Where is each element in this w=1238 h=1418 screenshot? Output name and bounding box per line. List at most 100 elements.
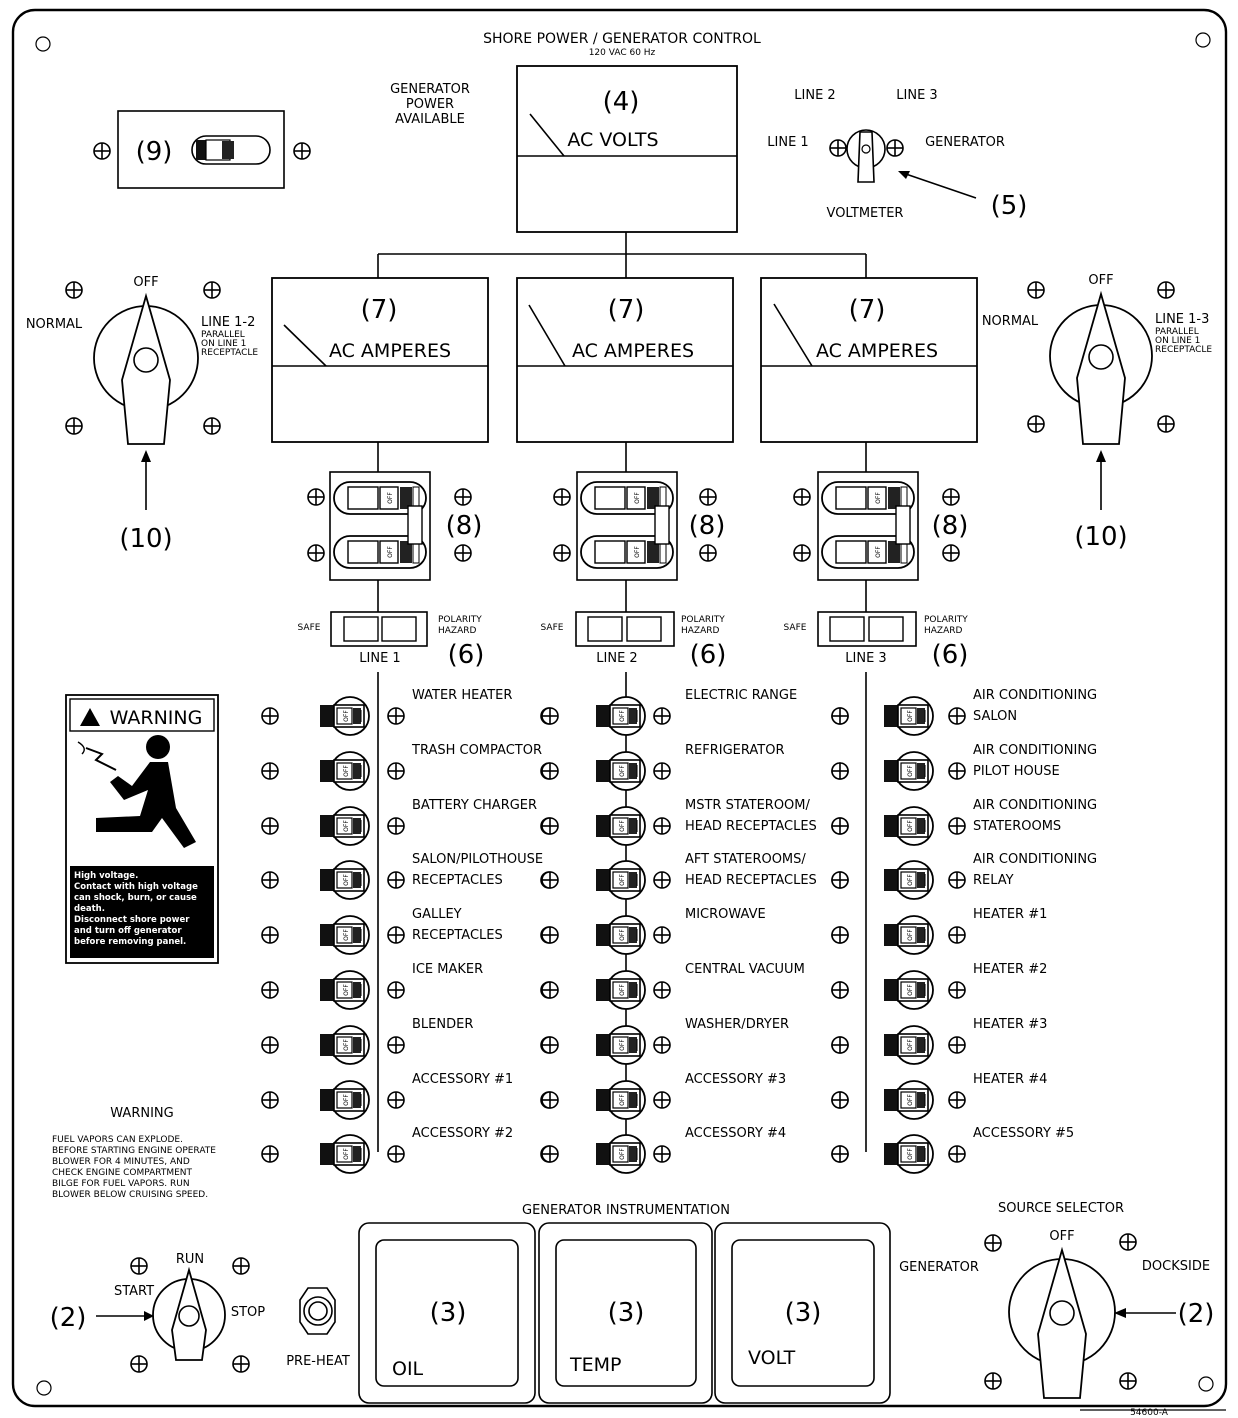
screw [541, 762, 559, 780]
warning-triangle-icon [80, 708, 100, 726]
screw [831, 1091, 849, 1109]
screw [831, 926, 849, 944]
right-sel-parallel-3: RECEPTACLE [1155, 345, 1212, 355]
circuit-label-line2: PILOT HOUSE [973, 764, 1060, 779]
polarity-hazard-1: POLARITY [438, 615, 482, 625]
circuit-label: MICROWAVE [685, 907, 766, 922]
callout-6: (6) [690, 640, 727, 670]
ammeter-line1: (7) AC AMPERES [271, 277, 489, 443]
callout-3: (3) [785, 1298, 822, 1328]
screw [387, 1145, 405, 1163]
circuit-label: ACCESSORY #4 [685, 1126, 786, 1141]
high-voltage-warning-label: WARNING High voltage. Contact with high … [65, 694, 219, 964]
screw [387, 762, 405, 780]
circuit-label: HEATER #1 [973, 907, 1047, 922]
left-sel-parallel-3: RECEPTACLE [201, 348, 258, 358]
instrumentation-title: GENERATOR INSTRUMENTATION [522, 1203, 730, 1218]
main-breaker-line2[interactable]: (8) [553, 442, 725, 612]
preheat-button[interactable]: PRE-HEAT [286, 1287, 350, 1369]
right-sel-parallel-1: PARALLEL [1155, 327, 1199, 337]
screw [948, 926, 966, 944]
circuit-label: AFT STATEROOMS/ [685, 852, 806, 867]
circuit-label-line2: HEAD RECEPTACLES [685, 873, 817, 888]
line-label-3: LINE 3 [845, 651, 886, 666]
right-line-selector[interactable]: OFF NORMAL LINE 1-3 PARALLEL ON LINE 1 R… [982, 273, 1213, 552]
line-label-2: LINE 2 [596, 651, 637, 666]
screw [541, 871, 559, 889]
screw [831, 707, 849, 725]
main-breaker-line3[interactable]: (8) [793, 442, 969, 612]
circuit-label-line2: RECEPTACLES [412, 873, 503, 888]
fuel-warning-2: BEFORE STARTING ENGINE OPERATE [52, 1146, 216, 1156]
warning-body-4: death. [74, 904, 105, 914]
screw [541, 926, 559, 944]
screw [261, 707, 279, 725]
fuel-warning-title: WARNING [110, 1106, 173, 1121]
screw [261, 981, 279, 999]
gen-stop: STOP [231, 1305, 265, 1320]
polarity-indicator-line1: SAFE POLARITY HAZARD (6) LINE 1 [298, 611, 485, 670]
screw [948, 707, 966, 725]
callout-6: (6) [932, 640, 969, 670]
panel-subtitle: 120 VAC 60 Hz [589, 48, 656, 58]
circuit-label: AIR CONDITIONING [973, 688, 1097, 703]
corner-hole-bl [36, 1380, 52, 1396]
volt-gauge-label: VOLT [748, 1347, 796, 1369]
circuit-label: HEATER #2 [973, 962, 1047, 977]
fuel-warning-4: CHECK ENGINE COMPARTMENT [52, 1168, 193, 1178]
screw [387, 981, 405, 999]
right-sel-normal: NORMAL [982, 314, 1039, 329]
circuit-label-line2: RECEPTACLES [412, 928, 503, 943]
temp-gauge: (3) TEMP [538, 1222, 713, 1404]
screw [831, 1036, 849, 1054]
electric-shock-icon [77, 735, 196, 848]
generator-power-breaker[interactable]: (9) [93, 110, 311, 189]
circuit-label: WATER HEATER [412, 688, 512, 703]
volt-gauge: (3) VOLT [714, 1222, 891, 1404]
screw [948, 1036, 966, 1054]
callout-10-left: (10) [119, 524, 172, 554]
screw [831, 817, 849, 835]
circuit-label: BATTERY CHARGER [412, 798, 537, 813]
left-sel-line: LINE 1-2 [201, 315, 255, 330]
screw [387, 817, 405, 835]
screw [541, 1036, 559, 1054]
polarity-safe: SAFE [541, 623, 564, 633]
voltmeter-selector-switch[interactable]: LINE 2 LINE 3 LINE 1 GENERATOR (5) VOLTM… [767, 88, 1027, 221]
fuel-warning-5: BILGE FOR FUEL VAPORS. RUN [52, 1179, 190, 1189]
screw [541, 1145, 559, 1163]
callout-8: (8) [932, 511, 969, 541]
circuit-label-line2: SALON [973, 709, 1017, 724]
left-sel-parallel-2: ON LINE 1 [201, 339, 246, 349]
left-line-selector[interactable]: OFF NORMAL LINE 1-2 PARALLEL ON LINE 1 R… [26, 275, 259, 554]
callout-3: (3) [608, 1298, 645, 1328]
screw [948, 981, 966, 999]
circuit-label: ACCESSORY #5 [973, 1126, 1074, 1141]
fuel-warning-1: FUEL VAPORS CAN EXPLODE. [52, 1135, 183, 1145]
source-selector-switch[interactable]: SOURCE SELECTOR OFF GENERATOR DOCKSIDE (… [899, 1201, 1214, 1399]
gen-power-available-l3: AVAILABLE [395, 112, 465, 127]
screw [261, 1091, 279, 1109]
screw [261, 1036, 279, 1054]
callout-2-left: (2) [50, 1303, 87, 1333]
circuit-label: HEATER #3 [973, 1017, 1047, 1032]
screw [653, 707, 671, 725]
generator-start-switch[interactable]: RUN START STOP (2) [50, 1252, 266, 1373]
circuit-label: ACCESSORY #2 [412, 1126, 513, 1141]
circuit-label: CENTRAL VACUUM [685, 962, 805, 977]
screw [261, 1145, 279, 1163]
screw [541, 817, 559, 835]
circuit-label: GALLEY [412, 907, 462, 922]
main-breaker-line1[interactable]: (8) [307, 442, 482, 612]
ac-voltmeter: (4) AC VOLTS [516, 65, 738, 233]
panel-title: SHORE POWER / GENERATOR CONTROL [483, 31, 761, 47]
screw [387, 1091, 405, 1109]
circuit-label: ACCESSORY #3 [685, 1072, 786, 1087]
callout-6: (6) [448, 640, 485, 670]
circuit-label: MSTR STATEROOM/ [685, 798, 811, 813]
circuit-label: AIR CONDITIONING [973, 743, 1097, 758]
corner-hole-br [1198, 1376, 1214, 1392]
gen-power-available-l2: POWER [406, 97, 454, 112]
warning-body-3: can shock, burn, or cause [74, 893, 197, 903]
